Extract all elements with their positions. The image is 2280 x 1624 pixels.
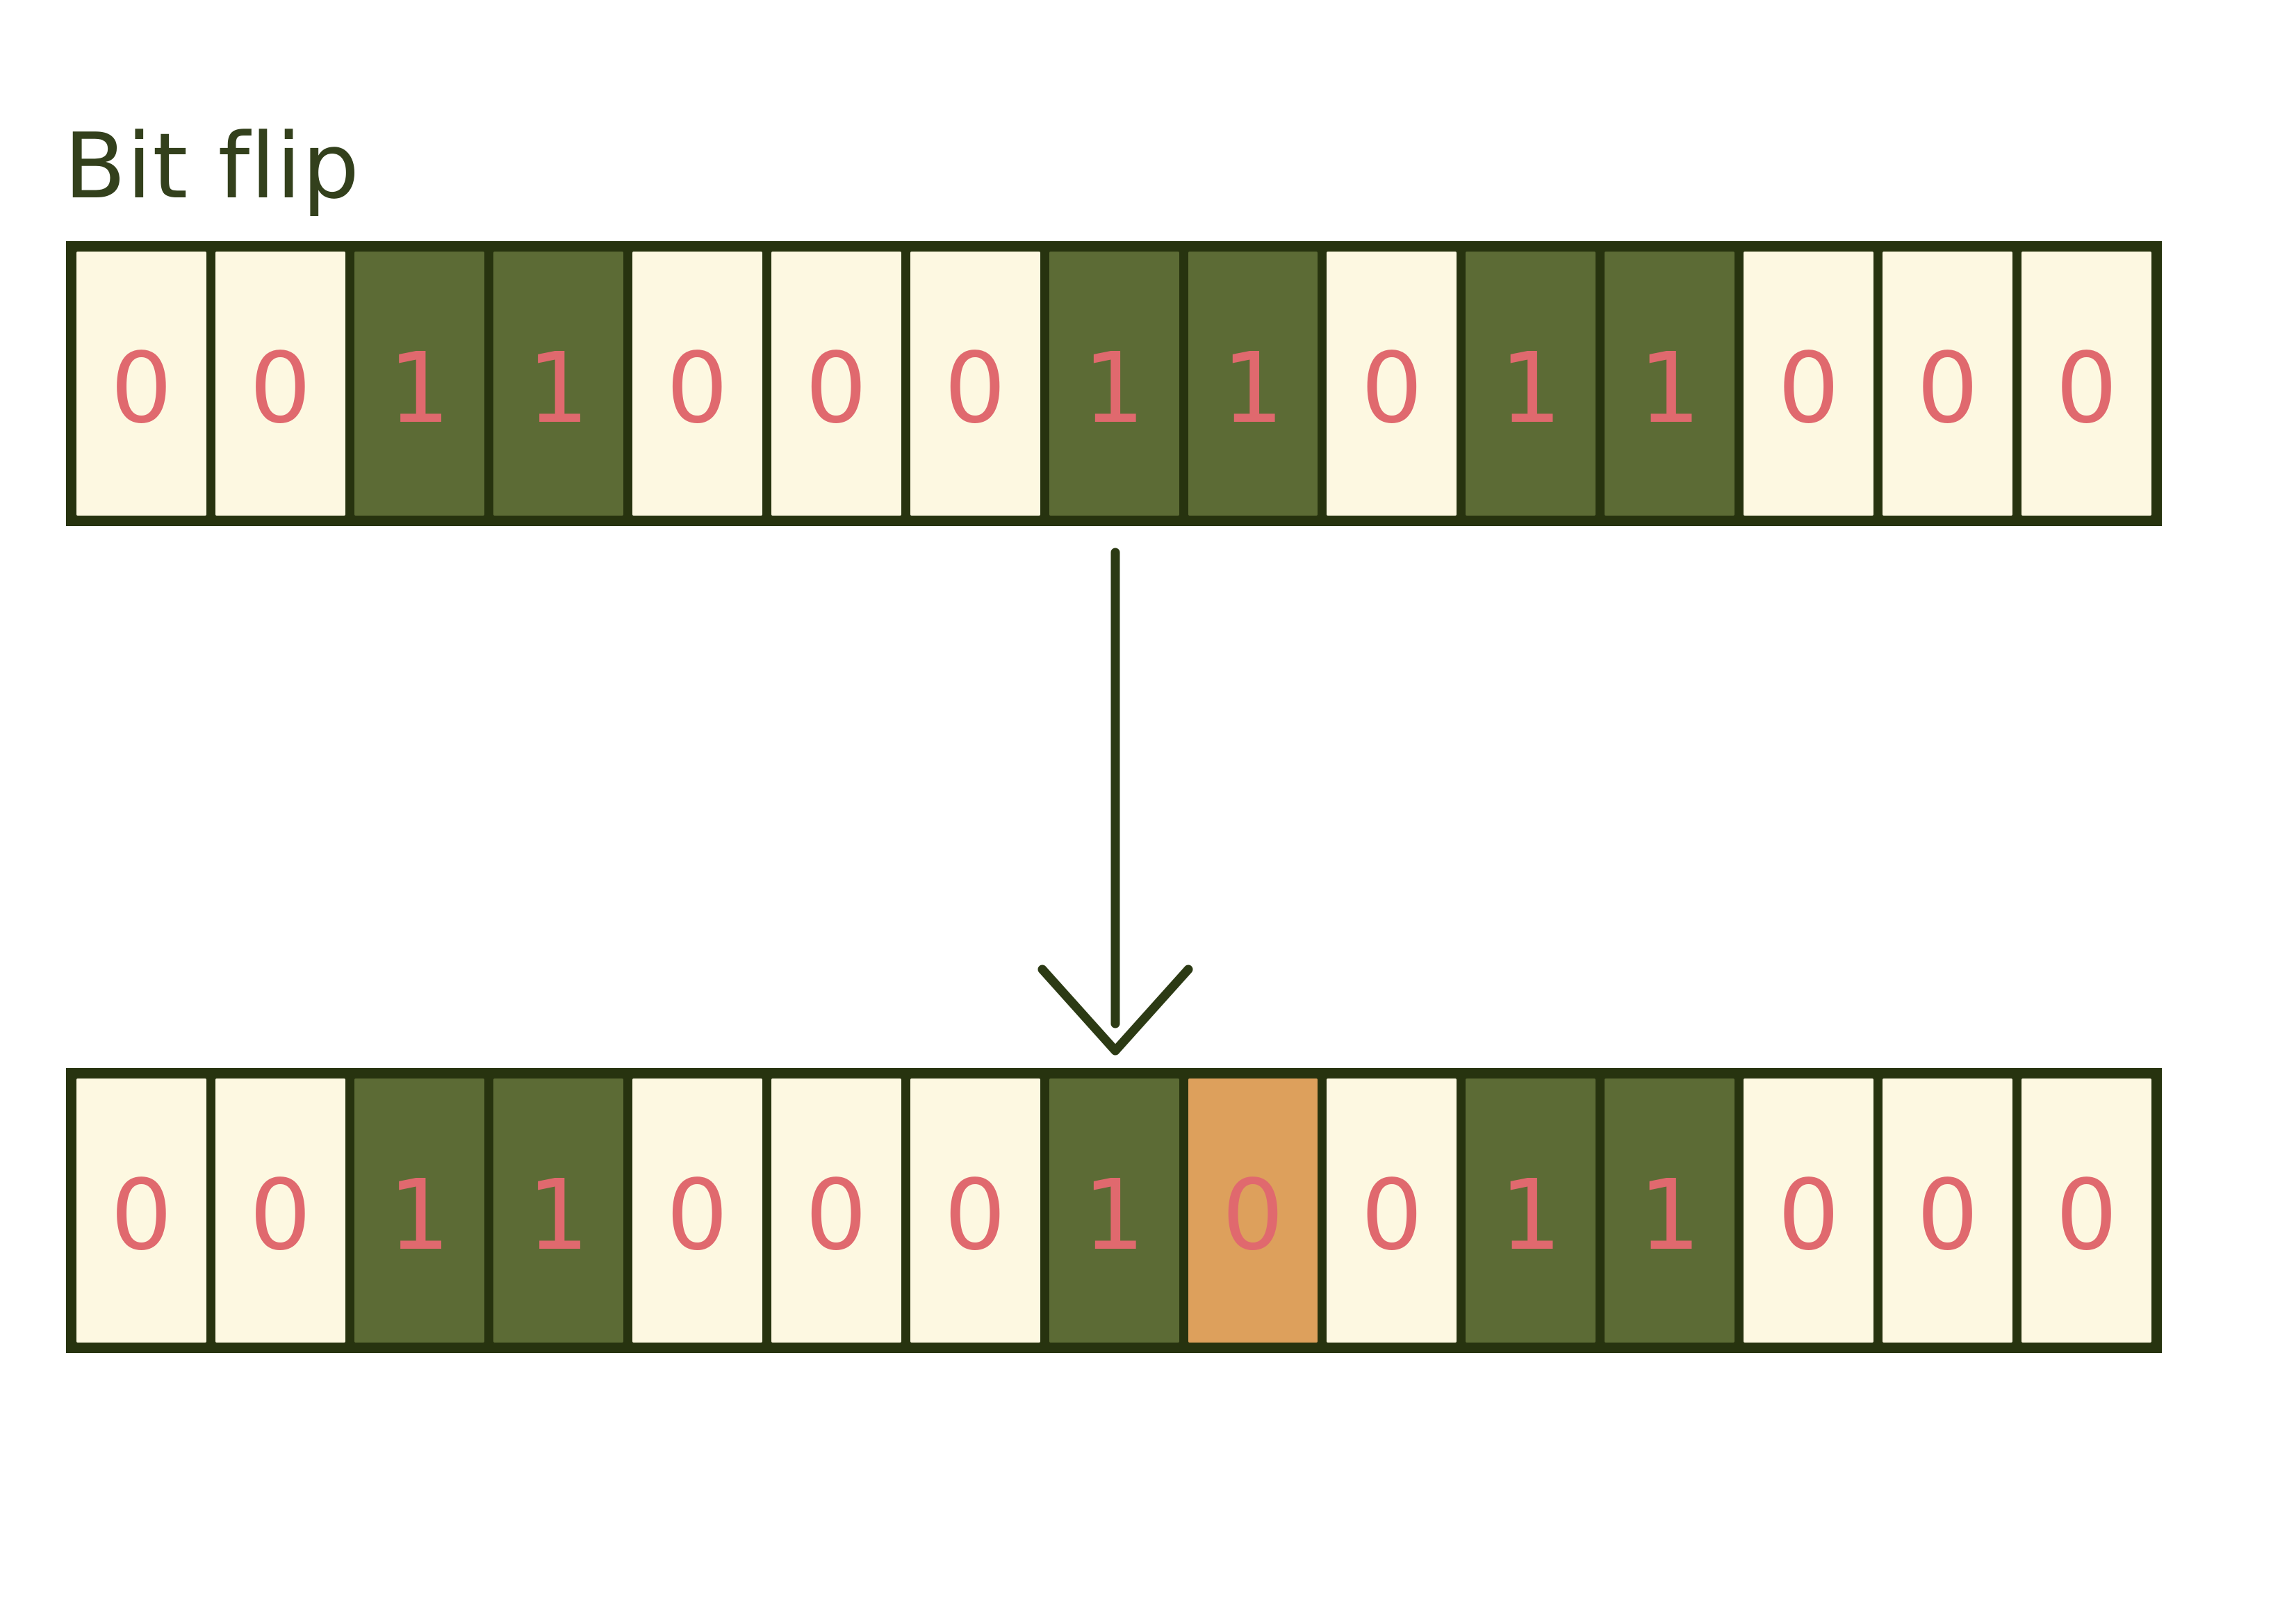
bit-value: 1 xyxy=(527,1159,589,1272)
bit-cell-10: 1 xyxy=(1466,1078,1596,1343)
bit-value: 1 xyxy=(1639,332,1701,445)
bit-value: 0 xyxy=(1778,1159,1840,1272)
bit-cell-8: 1 xyxy=(1188,252,1318,516)
bit-value: 1 xyxy=(527,332,589,445)
bit-value: 0 xyxy=(1917,1159,1979,1272)
bit-cell-14: 0 xyxy=(2021,252,2152,516)
bit-cell-5: 0 xyxy=(771,252,901,516)
diagram-title: Bit flip xyxy=(64,113,361,219)
bit-value: 1 xyxy=(1222,332,1284,445)
bit-cell-5: 0 xyxy=(771,1078,901,1343)
bit-cell-10: 1 xyxy=(1466,252,1596,516)
bit-cell-8-flipped: 0 xyxy=(1188,1078,1318,1343)
bit-cell-3: 1 xyxy=(493,252,623,516)
bit-cell-12: 0 xyxy=(1744,252,1874,516)
bit-value: 0 xyxy=(944,332,1006,445)
bit-cell-6: 0 xyxy=(910,252,1040,516)
bit-value: 0 xyxy=(2056,1159,2118,1272)
bit-value: 0 xyxy=(666,1159,728,1272)
bit-value: 0 xyxy=(1361,1159,1423,1272)
bit-value: 1 xyxy=(1639,1159,1701,1272)
bit-cell-9: 0 xyxy=(1327,252,1457,516)
bit-cell-14: 0 xyxy=(2021,1078,2152,1343)
bit-cell-13: 0 xyxy=(1883,1078,2013,1343)
bit-value: 1 xyxy=(388,332,450,445)
bit-value: 0 xyxy=(805,1159,867,1272)
bit-cell-7: 1 xyxy=(1049,1078,1179,1343)
bit-value: 1 xyxy=(1083,332,1145,445)
bit-value: 0 xyxy=(1917,332,1979,445)
bit-cell-4: 0 xyxy=(632,1078,762,1343)
bit-cell-9: 0 xyxy=(1327,1078,1457,1343)
bit-cell-13: 0 xyxy=(1883,252,2013,516)
down-arrow-head xyxy=(1038,965,1193,1056)
bit-cell-1: 0 xyxy=(215,1078,345,1343)
bit-value: 1 xyxy=(1500,1159,1562,1272)
bit-cell-2: 1 xyxy=(354,252,484,516)
bit-value: 0 xyxy=(249,1159,311,1272)
bit-value: 0 xyxy=(110,332,172,445)
bit-value: 1 xyxy=(1083,1159,1145,1272)
bit-cell-11: 1 xyxy=(1605,252,1735,516)
bit-value: 0 xyxy=(249,332,311,445)
bit-value: 0 xyxy=(666,332,728,445)
bit-value: 0 xyxy=(805,332,867,445)
bit-value: 0 xyxy=(1361,332,1423,445)
bit-cell-6: 0 xyxy=(910,1078,1040,1343)
bit-cell-12: 0 xyxy=(1744,1078,1874,1343)
bit-value: 0 xyxy=(1222,1159,1284,1272)
bit-value: 0 xyxy=(2056,332,2118,445)
bit-value: 0 xyxy=(110,1159,172,1272)
down-arrow-icon xyxy=(1038,548,1193,1056)
bit-value: 0 xyxy=(944,1159,1006,1272)
bit-cell-7: 1 xyxy=(1049,252,1179,516)
bit-cell-11: 1 xyxy=(1605,1078,1735,1343)
bit-value: 1 xyxy=(388,1159,450,1272)
bit-cell-0: 0 xyxy=(76,252,206,516)
bit-cell-4: 0 xyxy=(632,252,762,516)
bit-value: 0 xyxy=(1778,332,1840,445)
bit-value: 1 xyxy=(1500,332,1562,445)
bit-cell-0: 0 xyxy=(76,1078,206,1343)
bit-cell-3: 1 xyxy=(493,1078,623,1343)
bit-cell-1: 0 xyxy=(215,252,345,516)
bit-cell-2: 1 xyxy=(354,1078,484,1343)
